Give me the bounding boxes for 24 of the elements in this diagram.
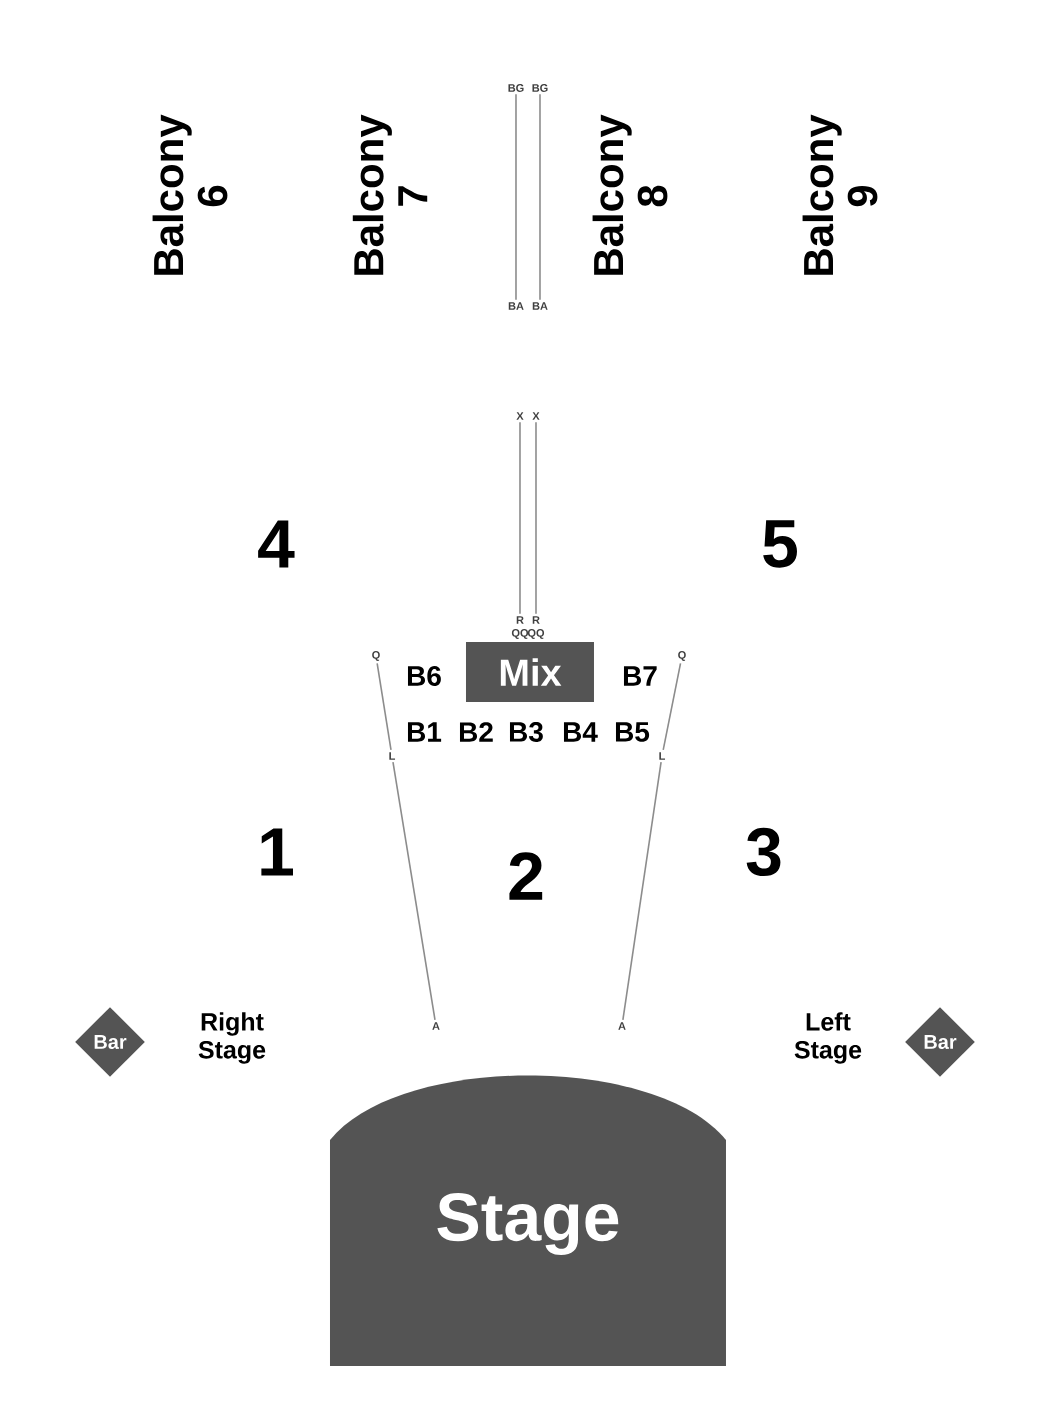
side-label: Left Stage — [794, 1012, 862, 1064]
row-line — [535, 421, 537, 615]
mix-box: Mix — [466, 642, 594, 702]
row-line — [519, 421, 521, 615]
row-line — [662, 662, 682, 751]
section-number: 3 — [746, 827, 781, 877]
balcony-label: Balcony 9 — [802, 114, 878, 275]
section-number: 5 — [763, 520, 797, 568]
balcony-label: Balcony 8 — [592, 114, 668, 275]
row-line — [622, 761, 662, 1021]
section-number: 1 — [261, 828, 293, 876]
block-label: B5 — [615, 722, 650, 742]
balcony-label: Balcony 6 — [152, 114, 228, 275]
section-number: 4 — [258, 520, 295, 568]
row-line — [515, 93, 517, 301]
block-label: B7 — [623, 666, 657, 686]
block-label: B1 — [408, 722, 442, 742]
row-line — [392, 761, 436, 1021]
block-label: B6 — [408, 666, 441, 686]
balcony-label: Balcony 7 — [352, 114, 428, 275]
section-number: 2 — [509, 852, 543, 900]
row-line — [539, 93, 541, 301]
side-label: Right Stage — [198, 1012, 266, 1064]
row-line — [376, 662, 392, 751]
